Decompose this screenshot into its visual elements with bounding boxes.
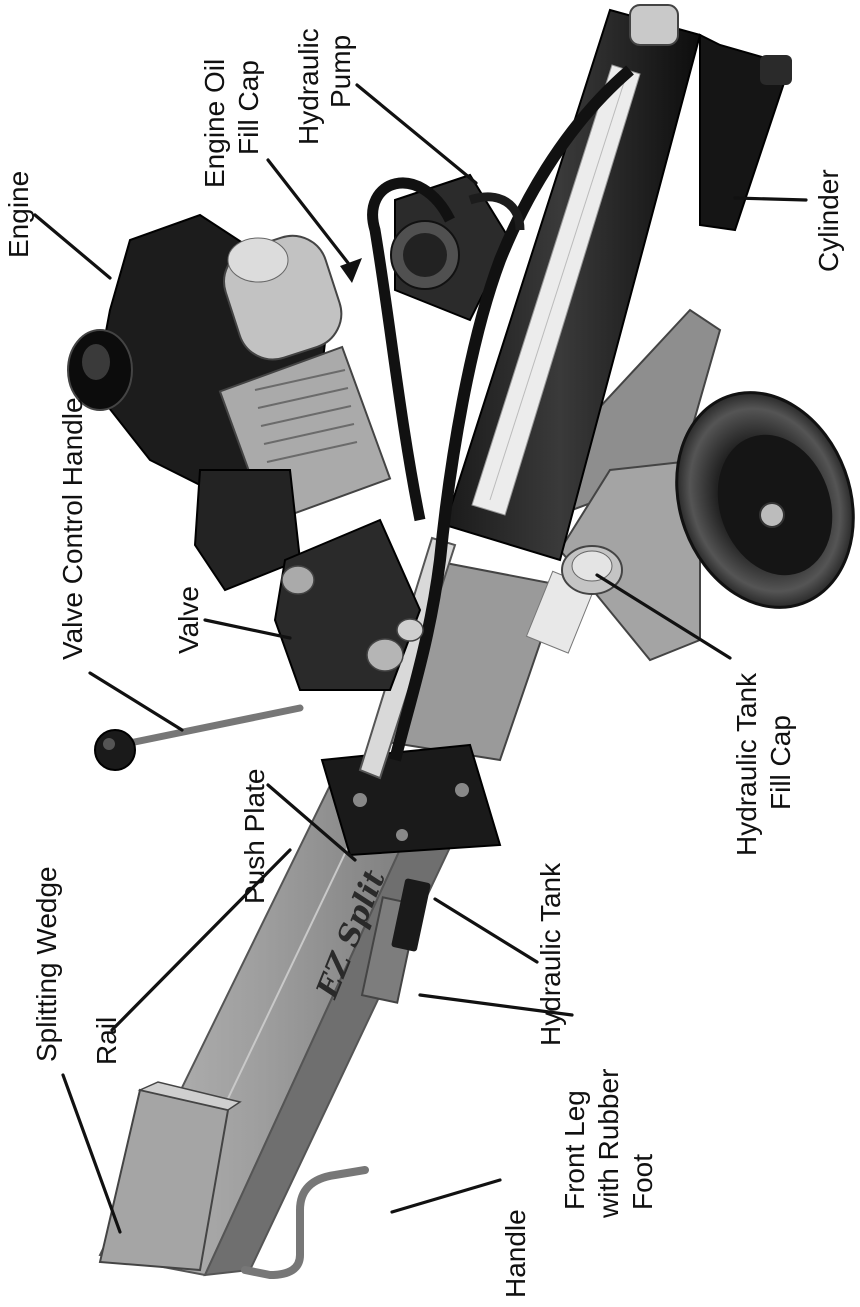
label-valve: Valve: [173, 586, 204, 654]
valve-control-handle: [94, 704, 304, 771]
label-engine: Engine: [3, 171, 34, 258]
leader-rail: [110, 848, 292, 1032]
label-push-plate: Push Plate: [239, 769, 270, 904]
label-engine-oil-fill-cap-line1: Engine Oil: [199, 59, 230, 188]
leader-front-leg: [418, 993, 574, 1017]
leader-hydraulic-tank: [433, 897, 539, 964]
label-valve-control-handle: Valve Control Handle: [57, 397, 88, 660]
label-handle: Handle: [500, 1209, 531, 1298]
label-front-leg-line2: with Rubber: [593, 1069, 624, 1219]
leader-lines: [33, 83, 808, 1234]
leader-engine: [33, 213, 112, 280]
part-labels: Engine Engine Oil Fill Cap Hydraulic Pum…: [3, 28, 844, 1298]
leader-valve: [203, 618, 292, 640]
label-hydraulic-pump-line1: Hydraulic: [293, 28, 324, 145]
label-front-leg-line3: Foot: [627, 1154, 658, 1210]
log-splitter-illustration: EZ Split: [67, 4, 855, 1280]
leader-cylinder: [733, 196, 808, 202]
leader-hydraulic-pump: [355, 83, 478, 185]
label-cylinder: Cylinder: [813, 169, 844, 272]
front-leg: [360, 878, 431, 1004]
label-hydraulic-pump-line2: Pump: [325, 35, 356, 108]
hydraulic-cylinder: [443, 4, 792, 562]
hydraulic-hoses: [367, 65, 634, 762]
valve-body: [273, 518, 424, 691]
leader-push-plate: [266, 783, 357, 862]
leader-valve-control-handle: [88, 671, 184, 732]
splitting-wedge: [98, 1081, 242, 1272]
label-hydraulic-tank-fill-cap-line1: Hydraulic Tank: [731, 672, 762, 856]
label-rail: Rail: [91, 1017, 122, 1065]
label-hydraulic-tank: Hydraulic Tank: [535, 862, 566, 1046]
wheel: [675, 391, 855, 609]
label-front-leg-line1: Front Leg: [559, 1090, 590, 1210]
leader-engine-oil-fill-cap: [266, 158, 354, 270]
leader-splitting-wedge: [61, 1073, 122, 1234]
transport-handle: [241, 1166, 369, 1280]
push-plate: [320, 743, 502, 857]
engine: [67, 213, 392, 592]
hydraulic-pump: [390, 173, 512, 322]
leader-hydraulic-tank-fill-cap: [595, 573, 732, 660]
engine-oil-fill-cap-arrowhead: [340, 258, 362, 283]
label-hydraulic-tank-fill-cap-line2: Fill Cap: [765, 715, 796, 810]
label-engine-oil-fill-cap-line2: Fill Cap: [233, 60, 264, 155]
leader-handle: [390, 1178, 502, 1214]
label-splitting-wedge: Splitting Wedge: [31, 866, 62, 1062]
